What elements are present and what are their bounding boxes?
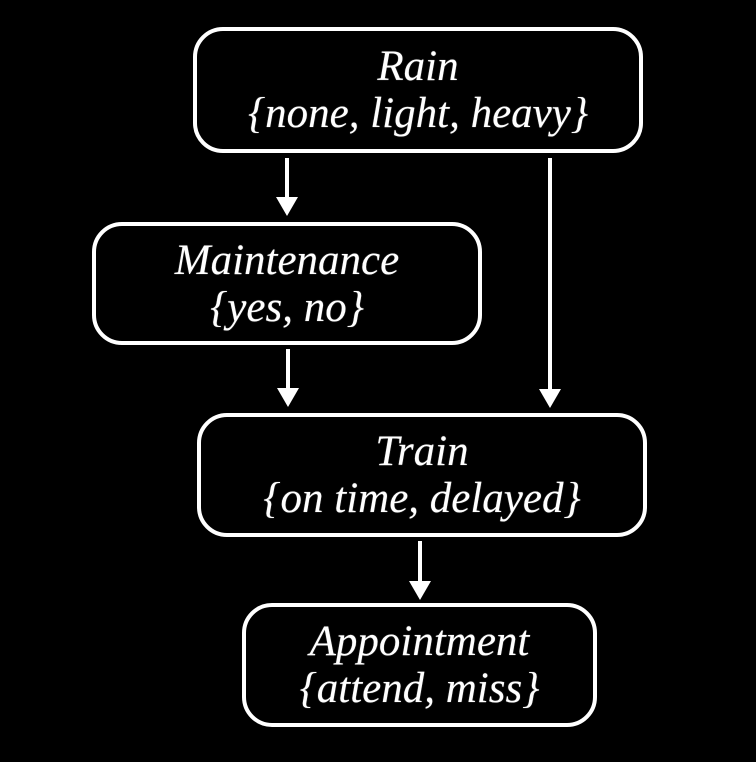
edge-rain-to-train-arrow: [539, 158, 561, 408]
edge-train-to-appointment-arrow: [409, 541, 431, 600]
node-rain: Rain {none, light, heavy}: [193, 27, 643, 153]
node-train-title: Train: [375, 428, 469, 475]
node-rain-title: Rain: [377, 43, 459, 90]
node-train-domain: {on time, delayed}: [263, 475, 581, 522]
node-appointment: Appointment {attend, miss}: [242, 603, 597, 727]
node-maintenance: Maintenance {yes, no}: [92, 222, 482, 345]
node-train: Train {on time, delayed}: [197, 413, 647, 537]
node-rain-domain: {none, light, heavy}: [247, 90, 589, 137]
edge-maintenance-to-train-arrow: [277, 349, 299, 407]
node-appointment-title: Appointment: [309, 618, 530, 665]
node-maintenance-title: Maintenance: [174, 236, 400, 284]
node-appointment-domain: {attend, miss}: [299, 665, 540, 712]
node-maintenance-domain: {yes, no}: [210, 283, 364, 331]
edge-rain-to-maintenance-arrow: [276, 158, 298, 216]
